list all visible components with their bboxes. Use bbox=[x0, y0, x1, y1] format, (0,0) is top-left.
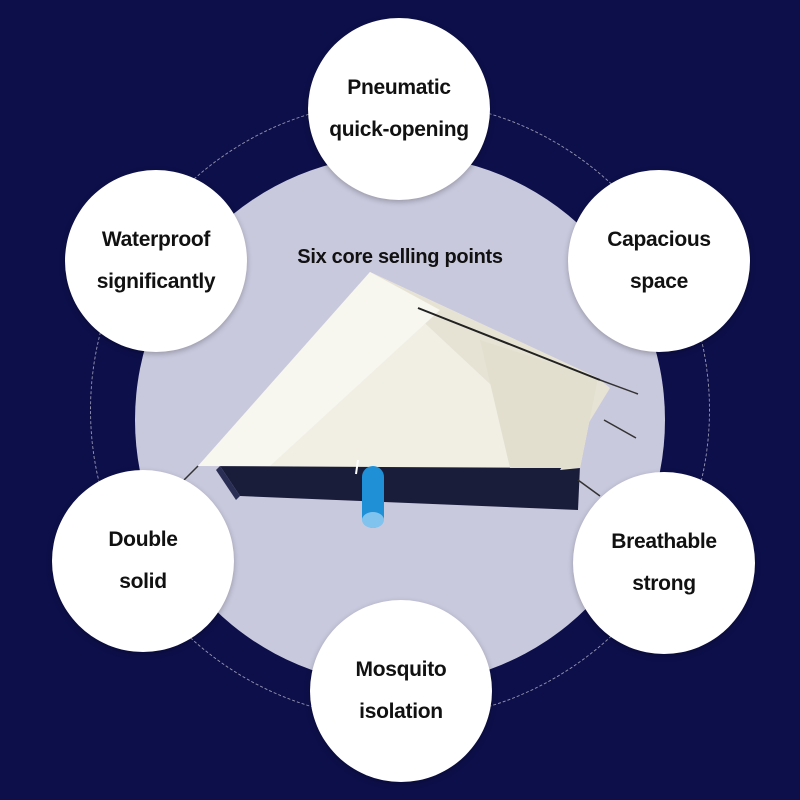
feature-circle-double: Double solid bbox=[52, 470, 234, 652]
feature-circle-pneumatic: Pneumatic quick-opening bbox=[308, 18, 490, 200]
tent-base bbox=[220, 466, 580, 510]
feature-label: quick-opening bbox=[329, 118, 469, 141]
feature-label: solid bbox=[119, 570, 167, 593]
feature-label: space bbox=[629, 270, 689, 293]
feature-circle-capacious: Capacious space bbox=[568, 170, 750, 352]
feature-label: isolation bbox=[359, 700, 443, 723]
headline: Six core selling points bbox=[297, 246, 503, 268]
feature-label: Breathable bbox=[611, 530, 717, 553]
feature-label: Capacious bbox=[607, 228, 711, 251]
feature-label: strong bbox=[632, 572, 696, 595]
feature-label: Mosquito bbox=[355, 658, 447, 681]
air-tube bbox=[362, 466, 384, 528]
tent-image bbox=[181, 272, 639, 528]
feature-circle-mosquito: Mosquito isolation bbox=[310, 600, 492, 782]
feature-circle-breathable: Breathable strong bbox=[573, 472, 755, 654]
feature-label: Double bbox=[108, 528, 178, 551]
feature-label: Pneumatic bbox=[347, 76, 451, 99]
feature-label: significantly bbox=[96, 270, 216, 293]
feature-circle-waterproof: Waterproof significantly bbox=[65, 170, 247, 352]
feature-label: Waterproof bbox=[101, 228, 211, 251]
